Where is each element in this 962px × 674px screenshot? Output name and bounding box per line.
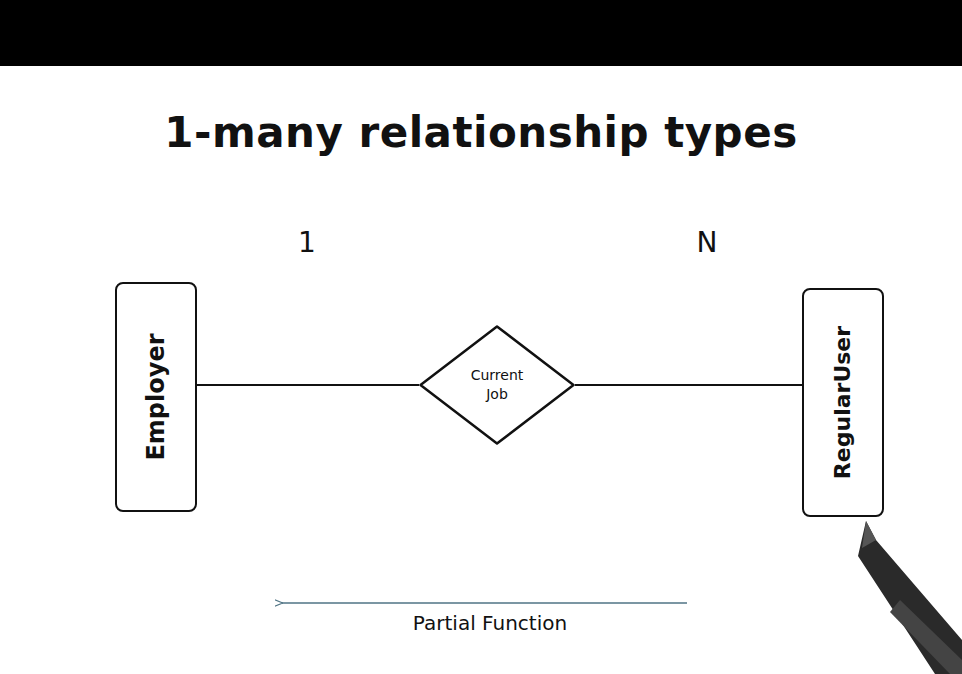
- entity-box: Employer: [115, 282, 197, 512]
- relationship-name: Current Job: [468, 366, 526, 404]
- title: 1-many relationship types: [0, 108, 962, 157]
- arrow-label: Partial Function: [413, 611, 567, 635]
- direction-arrow: [282, 602, 687, 604]
- entity-box: RegularUser: [802, 288, 884, 517]
- connector: [197, 384, 419, 386]
- connector: [575, 384, 802, 386]
- pen-illustration: [858, 521, 962, 674]
- entity-name: Employer: [142, 333, 170, 460]
- entity-name: RegularUser: [831, 326, 856, 479]
- top-bar: [0, 0, 962, 66]
- diamond-outline: [419, 325, 575, 445]
- cardinality-label: N: [697, 226, 718, 259]
- relationship-diamond: Current Job: [419, 325, 575, 445]
- cardinality-label: 1: [298, 226, 316, 259]
